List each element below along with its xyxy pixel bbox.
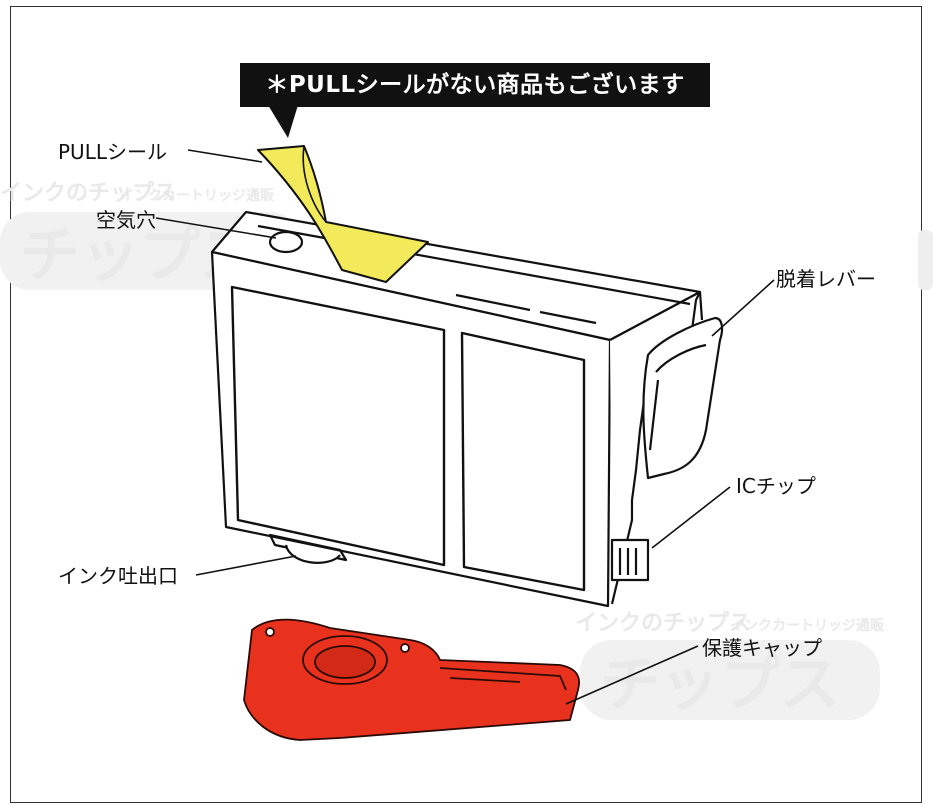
leader-lines (155, 149, 775, 705)
protective-cap (243, 618, 580, 741)
watermark-bottom-right: インクのチップス インクカートリッジ通販 チップス (575, 611, 885, 720)
svg-text:インクのチップス: インクのチップス (0, 181, 176, 206)
diagram-frame (10, 6, 922, 803)
label-ic-chip: ICチップ (736, 474, 816, 498)
notice-banner: ＊PULLシールがない商品もございます (240, 63, 710, 107)
svg-text:インクのチップス: インクのチップス (575, 611, 751, 636)
pull-seal (257, 145, 429, 283)
svg-text:インクカートリッジ通販: インクカートリッジ通販 (730, 617, 885, 634)
ic-chip-shape (610, 538, 650, 582)
svg-text:チップス: チップス (600, 650, 840, 720)
label-air-hole: 空気穴 (96, 208, 156, 232)
svg-text:インクカートリッジ通販: インクカートリッジ通販 (120, 187, 275, 204)
ink-cartridge (210, 210, 724, 608)
banner-pointer (268, 105, 298, 138)
air-hole-icon (268, 230, 304, 254)
label-pull-seal: PULLシール (58, 140, 167, 164)
label-ink-outlet: インク吐出口 (58, 564, 178, 588)
label-release-lever: 脱着レバー (776, 267, 876, 291)
label-protective-cap: 保護キャップ (702, 636, 822, 660)
release-lever-shape (642, 316, 724, 480)
